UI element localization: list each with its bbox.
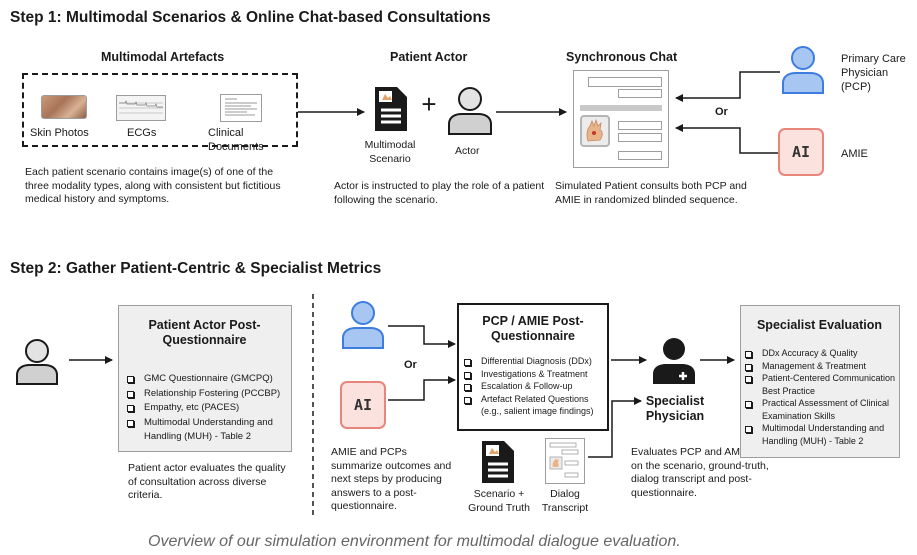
list-item: Patient-Centered Communication Best Prac… — [744, 372, 896, 397]
chat-bubble — [580, 105, 662, 111]
list-item: DDx Accuracy & Quality — [744, 347, 896, 360]
chat-bubble — [618, 151, 662, 160]
chat-bubble — [618, 121, 662, 130]
skin-photo-icon — [41, 95, 87, 119]
chat-bubble — [588, 77, 662, 87]
list-item: Management & Treatment — [744, 360, 896, 373]
scenario-ground-truth-label: Scenario + Ground Truth — [468, 488, 530, 514]
list-item: Investigations & Treatment — [463, 368, 607, 381]
scenario-document-icon — [481, 440, 515, 484]
skin-photos-label: Skin Photos — [30, 127, 89, 139]
patient-actor-questionnaire-box: Patient Actor Post-Questionnaire GMC Que… — [118, 305, 292, 452]
artefacts-dashed-box: Skin Photos ECGs Clinical Documents — [22, 73, 298, 153]
specialist-physician-icon — [650, 336, 698, 386]
pcp-amie-questionnaire-list: Differential Diagnosis (DDx) Investigati… — [463, 355, 607, 418]
pcp-amie-questionnaire-title: PCP / AMIE Post-Questionnaire — [482, 314, 584, 343]
actor-person-icon — [446, 86, 494, 136]
specialist-evaluation-title: Specialist Evaluation — [756, 318, 883, 332]
patient-actor-icon — [14, 338, 60, 386]
artefacts-description: Each patient scenario contains image(s) … — [25, 166, 281, 205]
chat-bubble — [618, 133, 662, 142]
dialog-transcript-icon — [545, 438, 585, 484]
chat-image-attachment — [580, 115, 610, 147]
list-item: Escalation & Follow-up — [463, 380, 607, 393]
chat-description: Simulated Patient consults both PCP and … — [555, 180, 747, 206]
actor-label: Actor — [455, 145, 480, 157]
arrow-pcp-to-chat — [675, 71, 780, 102]
list-item: Artefact Related Questions (e.g., salien… — [463, 393, 607, 418]
clinical-documents-label: Clinical Documents — [208, 127, 264, 153]
specialist-evaluation-list: DDx Accuracy & Quality Management & Trea… — [744, 347, 896, 447]
arrow-amie-to-questionnaire — [388, 376, 456, 401]
ecg-icon — [116, 95, 166, 121]
arrow-amie-to-chat — [675, 124, 780, 154]
list-item: GMC Questionnaire (GMCPQ) — [126, 372, 288, 387]
list-item: Multimodal Understanding and Handling (M… — [126, 416, 288, 445]
or-label: Or — [404, 359, 417, 371]
step2-title: Step 2: Gather Patient-Centric & Special… — [10, 260, 382, 277]
ecgs-label: ECGs — [127, 127, 157, 139]
pcp-amie-summary-description: AMIE and PCPs summarize outcomes and nex… — [331, 446, 452, 512]
pcp-person-icon — [780, 45, 826, 95]
list-item: Differential Diagnosis (DDx) — [463, 355, 607, 368]
step1-title: Step 1: Multimodal Scenarios & Online Ch… — [10, 9, 491, 26]
synchronous-chat-title: Synchronous Chat — [566, 50, 678, 64]
pcp-person-icon — [340, 300, 386, 350]
plus-sign: + — [421, 89, 437, 119]
chat-window — [573, 70, 669, 168]
patient-actor-questionnaire-list: GMC Questionnaire (GMCPQ) Relationship F… — [126, 372, 288, 445]
arrow-pcp-to-questionnaire — [388, 325, 456, 348]
clinical-document-icon — [220, 94, 262, 122]
patient-actor-title: Patient Actor — [390, 50, 468, 64]
list-item: Relationship Fostering (PCCBP) — [126, 387, 288, 402]
ai-icon: AI — [778, 128, 824, 176]
specialist-physician-label: Specialist Physician — [645, 394, 705, 423]
scenario-document-icon — [374, 86, 408, 132]
patient-actor-questionnaire-title: Patient Actor Post-Questionnaire — [148, 318, 261, 347]
actor-description: Actor is instructed to play the role of … — [334, 180, 545, 206]
multimodal-scenario-label: Multimodal Scenario — [364, 139, 416, 165]
pcp-amie-questionnaire-box: PCP / AMIE Post-Questionnaire Differenti… — [457, 303, 609, 431]
specialist-evaluation-box: Specialist Evaluation DDx Accuracy & Qua… — [740, 305, 900, 458]
list-item: Multimodal Understanding and Handling (M… — [744, 422, 896, 447]
or-label: Or — [715, 106, 728, 118]
patient-actor-description: Patient actor evaluates the quality of c… — [128, 462, 286, 501]
chat-bubble — [618, 89, 662, 98]
dialog-transcript-label: Dialog Transcript — [541, 488, 589, 514]
pcp-label: Primary Care Physician (PCP) — [841, 53, 906, 93]
list-item: Practical Assessment of Clinical Examina… — [744, 397, 896, 422]
artefacts-title: Multimodal Artefacts — [101, 50, 225, 64]
list-item: Empathy, etc (PACES) — [126, 401, 288, 416]
amie-label: AMIE — [841, 148, 868, 160]
ai-icon: AI — [340, 381, 386, 429]
figure-caption: Overview of our simulation environment f… — [148, 533, 681, 550]
